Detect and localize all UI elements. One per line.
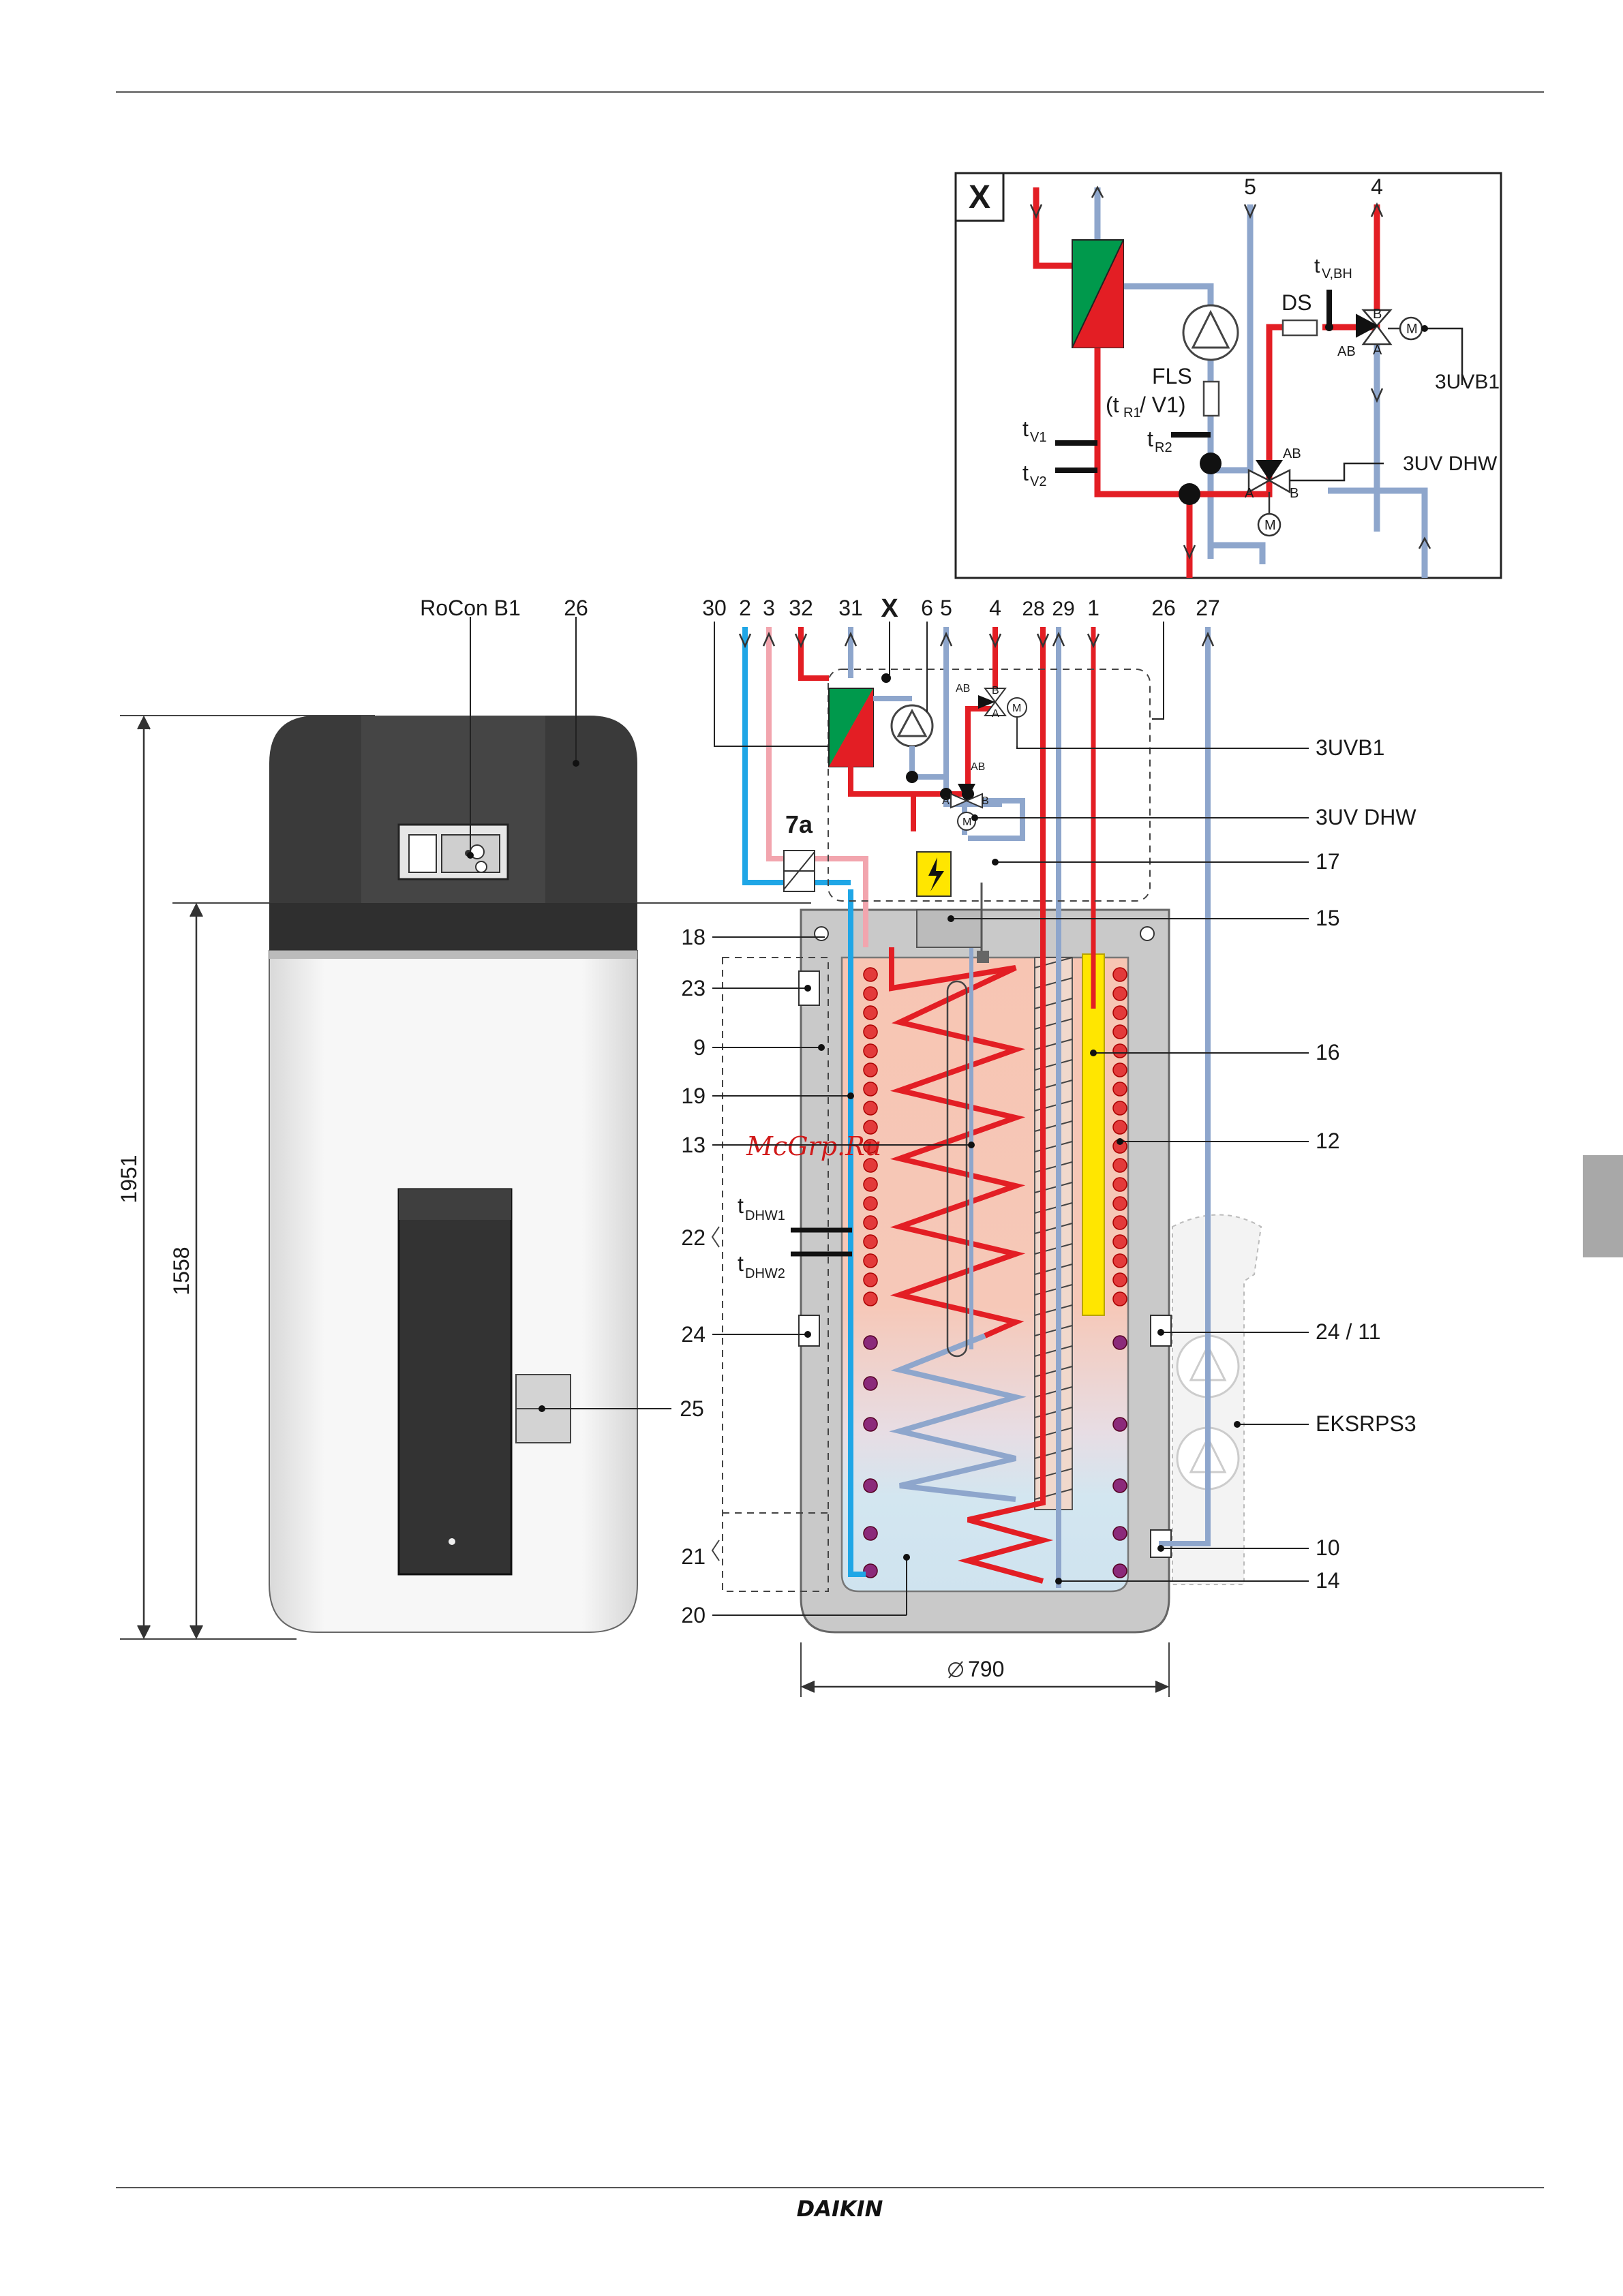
inset-ds-sensor [1283,320,1317,335]
inset-label-tv1: t [1022,416,1029,441]
inset-label-m2: M [1264,518,1276,533]
top-label-3: 3 [763,596,775,620]
label-25: 25 [680,1396,704,1421]
label-small-ab-top: AB [956,683,970,694]
inset-title: X [969,179,990,215]
label-7a: 7a [785,810,813,838]
top-label-x: X [881,594,898,623]
left-label-tdhw2-sub: DHW2 [745,1266,785,1281]
top-label-29: 29 [1052,598,1074,620]
inset-label-ab2: AB [1283,446,1301,461]
inset-label-3uvb1: 3UVB1 [1435,371,1500,393]
dim-tank-height: 1558 [169,1246,194,1295]
left-label-19: 19 [681,1084,706,1108]
inset-label-5: 5 [1244,174,1256,199]
left-label-18: 18 [681,925,706,949]
label-small-a2: A [942,795,950,807]
label-rocon-b1: RoCon B1 [420,596,521,620]
inset-label-4: 4 [1371,174,1383,199]
dim-diameter: 790 [968,1657,1004,1681]
inset-label-tr2: t [1147,427,1153,451]
inset-label-tvbh: t [1314,255,1320,277]
right-label-eksrps3: EKSRPS3 [1316,1411,1416,1436]
right-label-17: 17 [1316,849,1340,874]
left-label-13: 13 [681,1133,706,1157]
right-label-24-11: 24 / 11 [1316,1319,1380,1344]
left-label-tdhw2: t [738,1251,744,1276]
inset-label-m1: M [1406,322,1418,337]
unit-external-view: 1951 1558 RoCon B1 26 25 [117,596,811,1639]
inset-label-tv2-sub: V2 [1030,474,1046,489]
inset-label-tvbh-sub: V,BH [1322,266,1352,281]
inset-label-a2: A [1245,486,1254,501]
top-label-6: 6 [921,596,933,620]
watermark: McGrp.Ru [746,1131,881,1161]
top-label-31: 31 [838,596,863,620]
right-label-3uvdhw: 3UV DHW [1316,805,1416,829]
left-label-24: 24 [681,1322,706,1347]
left-label-tdhw1: t [738,1193,744,1218]
daikin-logo: DAIKIN [797,2196,883,2222]
inset-label-b1: B [1373,307,1382,322]
tank-cross-section: 790 AB B A M AB A B M 7a McGrp.Ru [723,627,1261,1697]
label-small-b: B [992,685,999,697]
right-label-15: 15 [1316,906,1340,930]
left-label-21: 21 [681,1544,706,1569]
top-label-26: 26 [1151,596,1176,620]
top-label-30: 30 [702,596,727,620]
inset-label-tv1-sub: V1 [1030,430,1046,445]
left-label-23: 23 [681,976,706,1000]
right-label-3uvb1: 3UVB1 [1316,735,1384,760]
side-tab [1583,1155,1623,1257]
inset-label-b2: B [1290,486,1299,501]
left-label-tdhw1-sub: DHW1 [745,1208,785,1223]
right-label-10: 10 [1316,1535,1340,1560]
right-label-12: 12 [1316,1129,1340,1153]
inset-label-3uvdhw: 3UV DHW [1403,453,1498,475]
inset-label-tr2-sub: R2 [1155,440,1172,455]
inset-fls-sensor [1204,382,1219,416]
top-label-32: 32 [789,596,813,620]
inset-label-fls-paren: (t [1106,393,1119,417]
unit-front-door [399,1189,511,1574]
inset-label-tv2: t [1022,461,1029,485]
top-label-2: 2 [739,596,751,620]
top-label-4: 4 [989,596,1001,620]
right-label-14: 14 [1316,1568,1340,1593]
inset-label-a1: A [1373,343,1382,358]
label-small-a: A [992,708,999,720]
label-small-m: M [1012,703,1021,714]
top-label-27: 27 [1196,596,1220,620]
inset-label-fls-sub: R1 [1123,405,1141,420]
dim-total-height: 1951 [117,1154,141,1203]
left-label-9: 9 [693,1035,706,1060]
label-small-b2: B [982,795,989,807]
inset-label-fls: FLS [1152,364,1192,388]
inset-label-ds: DS [1281,290,1311,315]
label-small-ab-mid: AB [971,761,985,773]
top-label-1: 1 [1087,596,1099,620]
valve-3uvb1 [978,688,1027,746]
top-label-28: 28 [1022,598,1044,620]
label-small-m2: M [962,816,971,828]
left-label-22: 22 [681,1225,706,1250]
right-label-16: 16 [1316,1040,1340,1065]
inset-label-ab1: AB [1337,344,1356,359]
left-label-20: 20 [681,1603,706,1627]
inset-x-diagram: X [956,173,1501,578]
top-label-5: 5 [940,596,952,620]
inset-label-fls-rest: / V1) [1140,393,1186,417]
label-26-left: 26 [564,596,588,620]
